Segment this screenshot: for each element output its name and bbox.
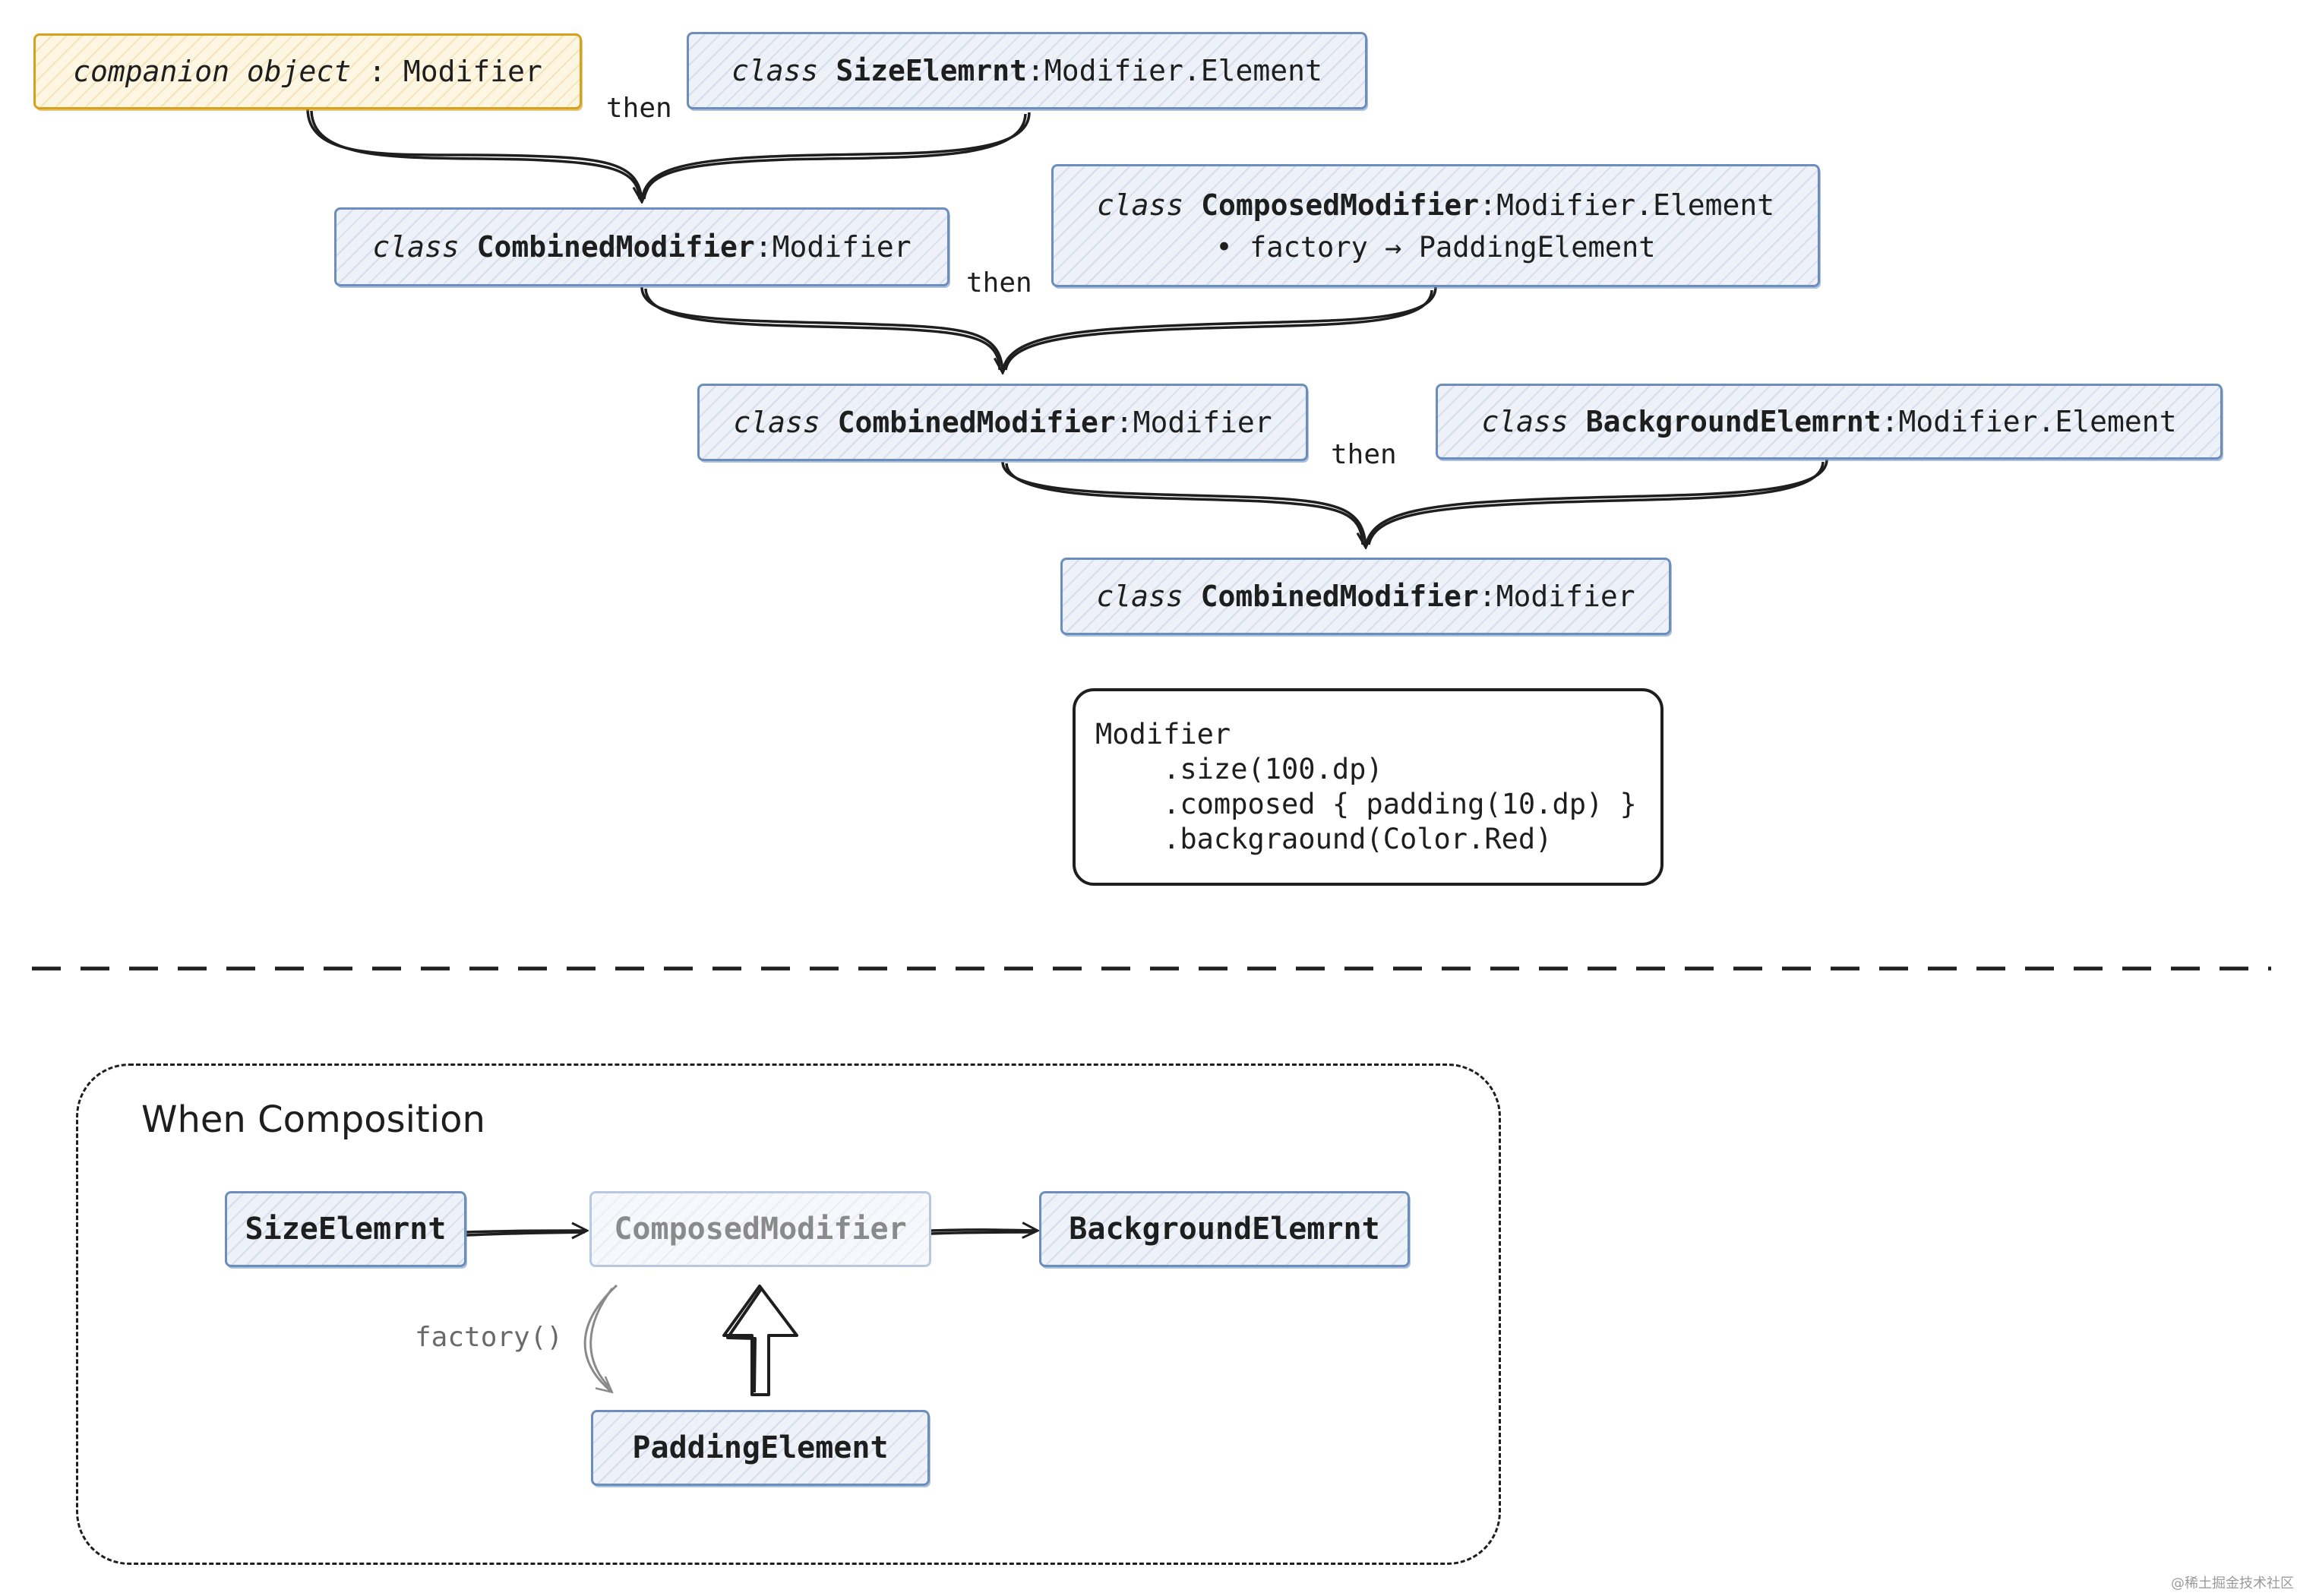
- companion-separator: :: [351, 55, 403, 88]
- composed-factory-bullet: • factory → PaddingElement: [1215, 230, 1656, 264]
- composition-padding-element: PaddingElement: [591, 1410, 930, 1486]
- merge-arrow-3: [1001, 459, 1828, 547]
- composed-type: :Modifier.Element: [1479, 188, 1775, 222]
- combined-1-keyword: class: [372, 230, 477, 264]
- padding-to-composed-arrow: [722, 1285, 798, 1396]
- composition-title: When Composition: [141, 1098, 485, 1141]
- combined-1-name: CombinedModifier: [476, 230, 755, 264]
- combined-modifier-box-3: class CombinedModifier:Modifier: [1060, 558, 1671, 635]
- background-name: BackgroundElemrnt: [1585, 405, 1882, 438]
- factory-label: factory(): [415, 1322, 564, 1353]
- merge-arrow-1: [306, 108, 1031, 201]
- flow-arrow-composed-to-background: [930, 1230, 1037, 1234]
- combined-2-type: :Modifier: [1115, 406, 1272, 439]
- background-type: :Modifier.Element: [1881, 405, 2177, 438]
- companion-type: Modifier: [403, 55, 542, 88]
- composition-size-element: SizeElemrnt: [225, 1191, 466, 1267]
- composed-name: ComposedModifier: [1201, 188, 1480, 222]
- composed-keyword: class: [1096, 188, 1202, 222]
- combined-1-type: :Modifier: [754, 230, 912, 264]
- combined-modifier-box-1: class CombinedModifier:Modifier: [334, 207, 949, 286]
- composed-modifier-box: class ComposedModifier:Modifier.Element …: [1051, 164, 1820, 287]
- watermark: @稀土掘金技术社区: [2171, 1575, 2294, 1591]
- combined-3-keyword: class: [1096, 580, 1201, 613]
- then-label-3: then: [1331, 439, 1397, 470]
- background-element-box: class BackgroundElemrnt:Modifier.Element: [1436, 384, 2223, 460]
- merge-arrow-2: [640, 286, 1437, 372]
- composition-container: [76, 1063, 1501, 1565]
- companion-object-box: companion object : Modifier: [33, 33, 582, 109]
- combined-modifier-box-2: class CombinedModifier:Modifier: [697, 384, 1308, 461]
- combined-3-type: :Modifier: [1478, 580, 1635, 613]
- companion-keyword: companion object: [73, 55, 352, 88]
- combined-2-keyword: class: [733, 406, 838, 439]
- then-label-2: then: [966, 267, 1032, 299]
- background-keyword: class: [1481, 405, 1586, 438]
- combined-3-name: CombinedModifier: [1200, 580, 1479, 613]
- size-element-keyword: class: [731, 54, 836, 87]
- composition-composed-modifier: ComposedModifier: [589, 1191, 931, 1267]
- factory-arrow: [583, 1284, 618, 1392]
- then-label-1: then: [606, 93, 672, 124]
- size-element-type: :Modifier.Element: [1027, 54, 1322, 87]
- size-element-box: class SizeElemrnt:Modifier.Element: [687, 32, 1367, 109]
- flow-arrow-size-to-composed: [466, 1231, 586, 1235]
- code-snippet: Modifier .size(100.dp) .composed { paddi…: [1073, 688, 1664, 886]
- composition-background-element: BackgroundElemrnt: [1039, 1191, 1410, 1267]
- combined-2-name: CombinedModifier: [837, 406, 1116, 439]
- size-element-name: SizeElemrnt: [836, 54, 1027, 87]
